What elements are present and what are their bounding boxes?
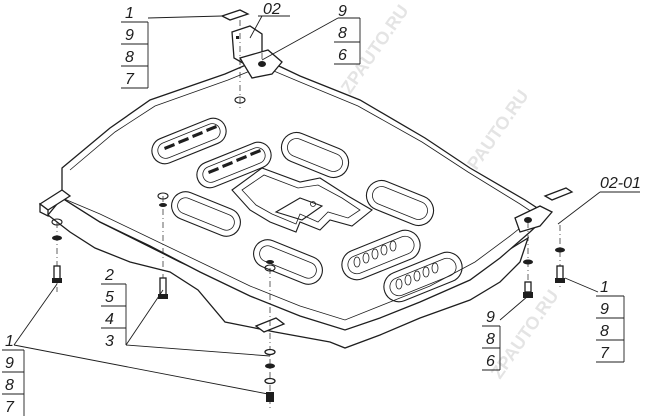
callout-number: 8 [5, 377, 14, 394]
slot-group [151, 117, 463, 303]
callout-number: 7 [125, 71, 135, 88]
callout-label: 02-01 [600, 175, 641, 192]
skid-plate [47, 57, 550, 349]
callout-mid-right-stack: 9 8 6 [482, 309, 501, 371]
callout-number: 8 [338, 25, 347, 42]
callout-top-right: 9 8 6 [334, 3, 361, 65]
leader-lines [13, 15, 640, 395]
callout-top-mid: 02 [263, 1, 281, 18]
callout-number: 9 [486, 309, 495, 326]
callout-number: 1 [125, 5, 134, 22]
callout-number: 9 [338, 3, 347, 20]
callout-number: 3 [105, 333, 114, 350]
callout-number: 4 [105, 311, 114, 328]
bolt-icon [258, 61, 266, 67]
callout-label: 02 [263, 1, 281, 18]
watermark-text: ZPAUTO.RU [337, 1, 413, 97]
callout-bottom-left-stack: 1 9 8 7 [2, 333, 25, 416]
callout-number: 7 [5, 399, 15, 416]
callout-number: 6 [486, 353, 495, 370]
callout-number: 5 [105, 289, 114, 306]
bolt-icon [524, 217, 532, 223]
louvres [164, 125, 439, 290]
callout-top-left: 1 9 8 7 [121, 5, 149, 89]
callout-number: 8 [600, 323, 609, 340]
callout-number: 1 [5, 333, 14, 350]
center-emboss [231, 167, 373, 233]
callout-number: 9 [600, 301, 609, 318]
callout-number: 8 [486, 331, 495, 348]
fastener-stacks [52, 20, 565, 410]
callout-number: 1 [600, 279, 609, 296]
callout-number: 6 [338, 47, 347, 64]
callout-number: 7 [600, 345, 610, 362]
callout-number: 9 [125, 27, 134, 44]
callout-right-label: 02-01 [600, 175, 641, 192]
callout-left-mid-stack: 2 5 4 3 [101, 267, 127, 350]
callout-number: 2 [104, 267, 114, 284]
watermark-text: ZPAUTO.RU [487, 286, 563, 382]
callout-number: 9 [5, 355, 14, 372]
callout-right-stack: 1 9 8 7 [596, 279, 625, 363]
brackets [38, 9, 574, 333]
callout-number: 8 [125, 49, 134, 66]
